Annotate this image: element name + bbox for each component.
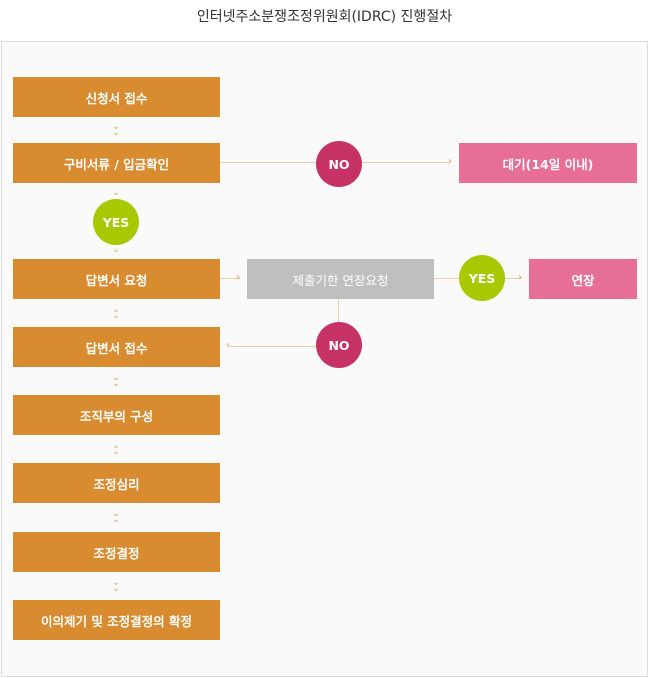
arrow-right-icon: › [448,156,453,167]
chevron-down-icon: ⌄ [112,188,120,198]
extension-box: 연장 [529,259,637,299]
no-decision: NO [316,322,362,368]
arrow-left-icon: ‹ [226,340,231,351]
wait-label: 대기(14일 이내) [502,156,594,172]
step-response-request: 답변서 요청 [13,259,220,299]
step-label: 답변서 접수 [85,340,148,356]
yes-decision: YES [93,199,139,245]
extension-request-label: 제출기한 연장요청 [292,272,389,288]
step-label: 답변서 요청 [85,272,148,288]
extension-request-box: 제출기한 연장요청 [247,259,434,299]
no-decision: NO [316,141,362,187]
chevron-down-icon: ⌄⌄ [112,122,120,138]
step-hearing: 조정심리 [13,463,220,503]
wait-box: 대기(14일 이내) [459,143,637,183]
connector-line [220,278,240,279]
chevron-down-icon: ⌄ [112,245,120,255]
chevron-down-icon: ⌄⌄ [112,441,120,457]
step-label: 구비서류 / 입금확인 [63,156,170,172]
page-title: 인터넷주소분쟁조정위원회(IDRC) 진행절차 [196,9,453,25]
step-label: 조정심리 [93,476,140,492]
connector-line [338,298,339,328]
chevron-down-icon: ⌄⌄ [112,305,120,321]
chevron-down-icon: ⌄⌄ [112,373,120,389]
step-finalization: 이의제기 및 조정결정의 확정 [13,600,220,640]
step-application: 신청서 접수 [13,77,220,117]
step-label: 조직부의 구성 [79,408,154,424]
step-label: 조정결정 [93,545,140,561]
step-panel-formation: 조직부의 구성 [13,395,220,435]
yes-decision: YES [459,255,505,301]
arrow-right-icon: › [518,272,523,283]
step-label: 신청서 접수 [85,90,148,106]
extension-label: 연장 [571,272,595,288]
chevron-down-icon: ⌄⌄ [112,509,120,525]
step-decision: 조정결정 [13,532,220,572]
arrow-right-icon: › [236,272,241,283]
step-document-check: 구비서류 / 입금확인 [13,143,220,183]
step-response-received: 답변서 접수 [13,327,220,367]
step-label: 이의제기 및 조정결정의 확정 [40,613,193,629]
chevron-down-icon: ⌄⌄ [112,578,120,594]
connector-line [230,346,330,347]
